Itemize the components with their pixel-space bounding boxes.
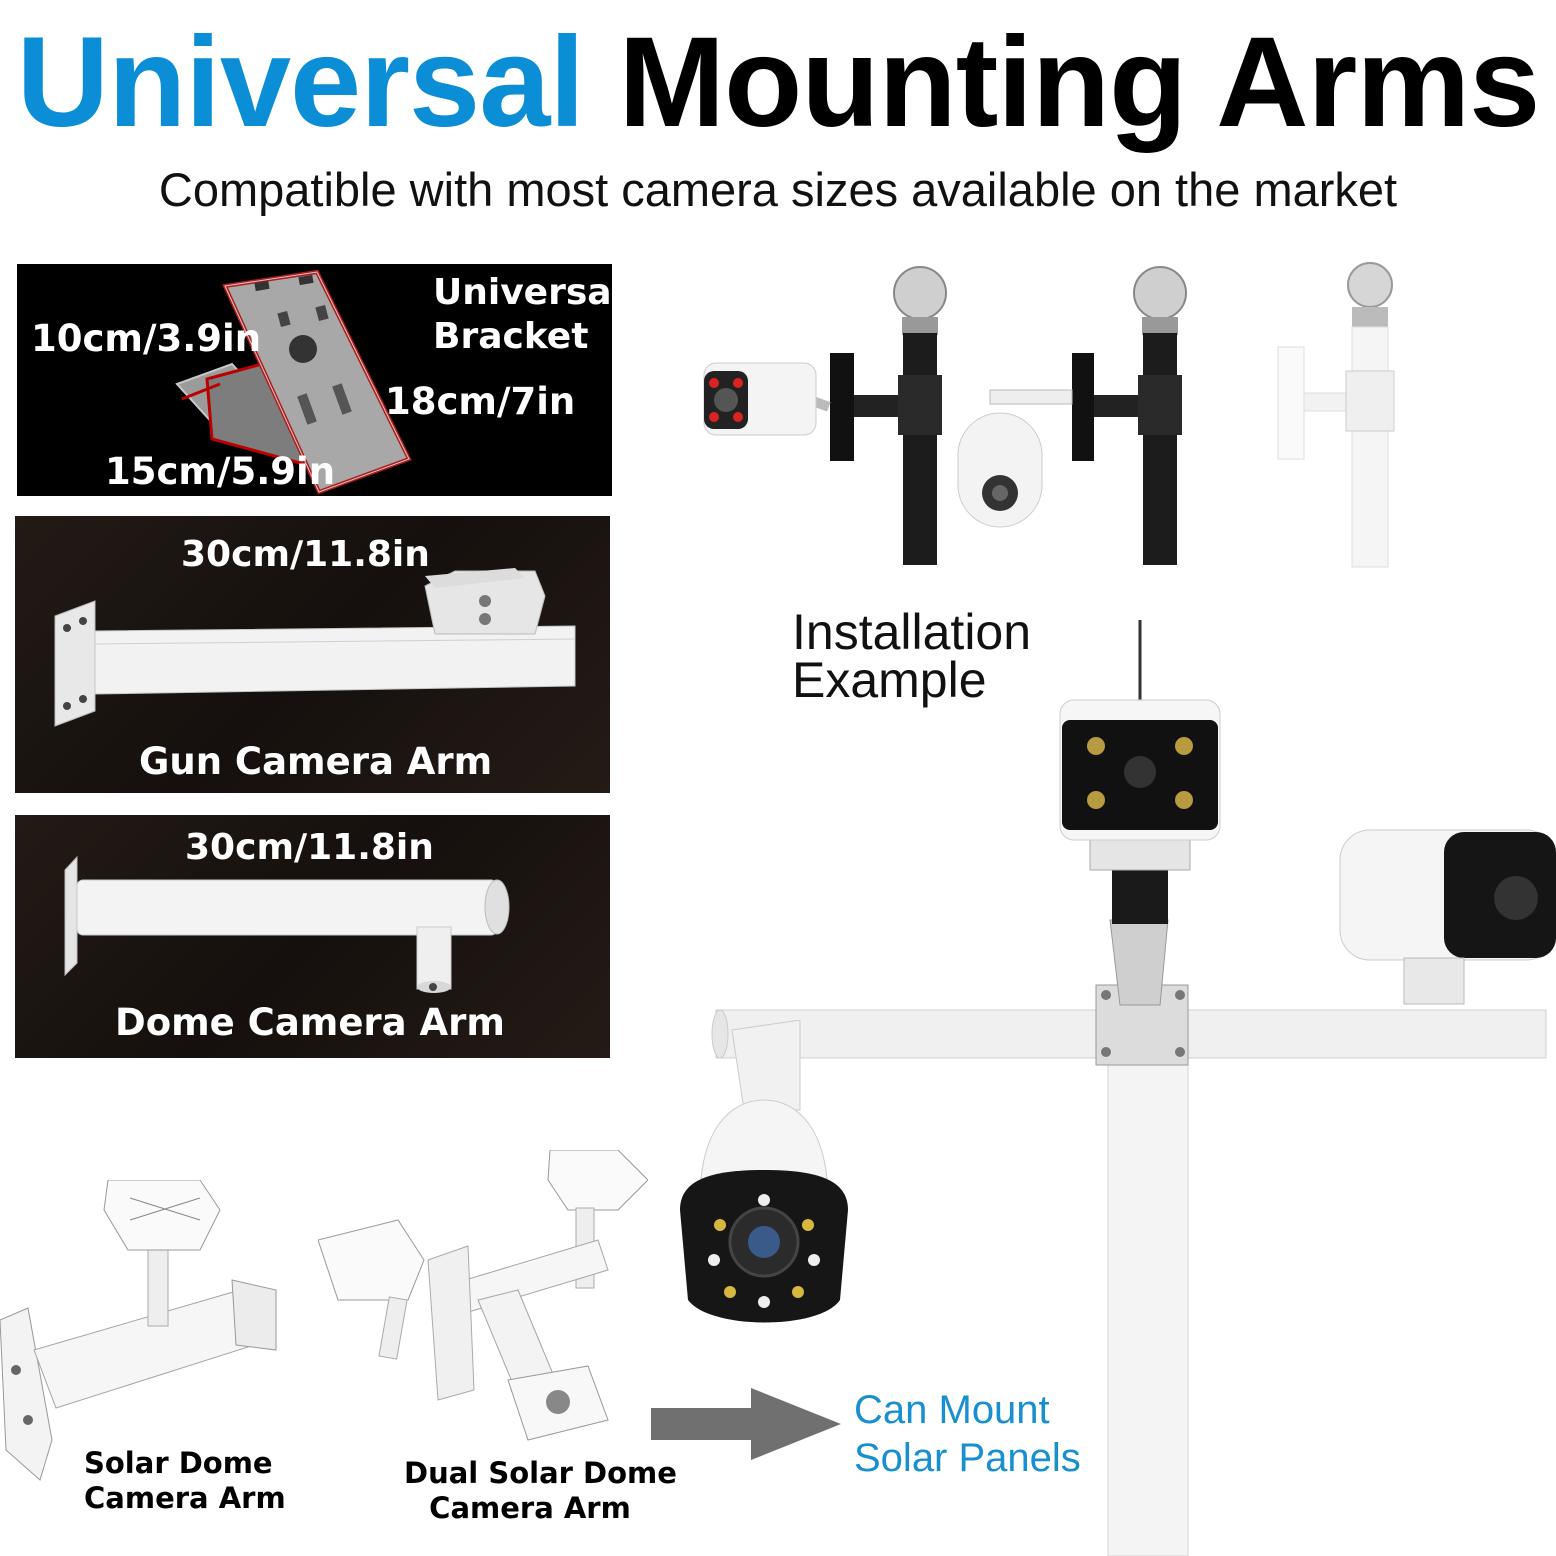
solar-dome-arm-caption: Solar Dome Camera Arm xyxy=(84,1446,286,1516)
solar-dome-arm-icon xyxy=(0,1180,277,1481)
bracket-name-line1: Universal xyxy=(433,272,612,313)
page-title: Universal Mounting Arms xyxy=(0,8,1556,158)
pole-mount-icon xyxy=(703,262,1395,568)
ptz-camera-icon xyxy=(680,1020,848,1323)
installation-label: Installation Example xyxy=(792,604,1032,708)
dome-arm-icon xyxy=(64,855,510,993)
dual-solar-dome-arm-line1: Dual Solar Dome xyxy=(404,1456,677,1490)
dual-solar-dome-arm-caption: Dual Solar Dome Camera Arm xyxy=(404,1456,677,1526)
universal-bracket-panel: Universal Bracket 10cm/3.9in 18cm/7in 15… xyxy=(17,264,612,496)
gun-arm-panel: 30cm/11.8in Gun Camera Arm xyxy=(15,516,610,793)
dual-solar-dome-arm-line2: Camera Arm xyxy=(429,1491,631,1525)
dual-solar-dome-arm-icon xyxy=(318,1150,648,1441)
solar-dome-arm-line2: Camera Arm xyxy=(84,1481,286,1515)
title-mounting-arms: Mounting Arms xyxy=(618,11,1541,154)
gun-arm-dimension: 30cm/11.8in xyxy=(181,534,430,575)
dome-arm-label: Dome Camera Arm xyxy=(115,1001,505,1044)
dome-arm-panel: 30cm/11.8in Dome Camera Arm xyxy=(15,815,610,1058)
page-subtitle: Compatible with most camera sizes availa… xyxy=(158,163,1398,216)
bracket-dim-width: 10cm/3.9in xyxy=(31,317,262,360)
installation-line2: Example xyxy=(792,652,987,708)
installation-line1: Installation xyxy=(792,604,1032,660)
bracket-name-line2: Bracket xyxy=(433,316,589,357)
dome-arm-dimension: 30cm/11.8in xyxy=(185,827,434,868)
gun-arm-label: Gun Camera Arm xyxy=(139,740,493,783)
bullet-camera-icon xyxy=(711,620,1556,1556)
universal-bracket-icon xyxy=(175,269,412,495)
gun-arm-icon xyxy=(54,568,576,727)
arrow-right-icon xyxy=(651,1388,841,1460)
solar-dome-arm-line1: Solar Dome xyxy=(84,1446,273,1480)
bracket-dim-height: 18cm/7in xyxy=(385,380,576,423)
title-universal: Universal xyxy=(16,11,585,154)
bracket-dim-depth: 15cm/5.9in xyxy=(105,450,336,493)
solar-panels-line1: Can Mount xyxy=(854,1388,1050,1432)
solar-panels-line2: Solar Panels xyxy=(854,1436,1081,1480)
solar-panels-label: Can Mount Solar Panels xyxy=(854,1386,1081,1482)
